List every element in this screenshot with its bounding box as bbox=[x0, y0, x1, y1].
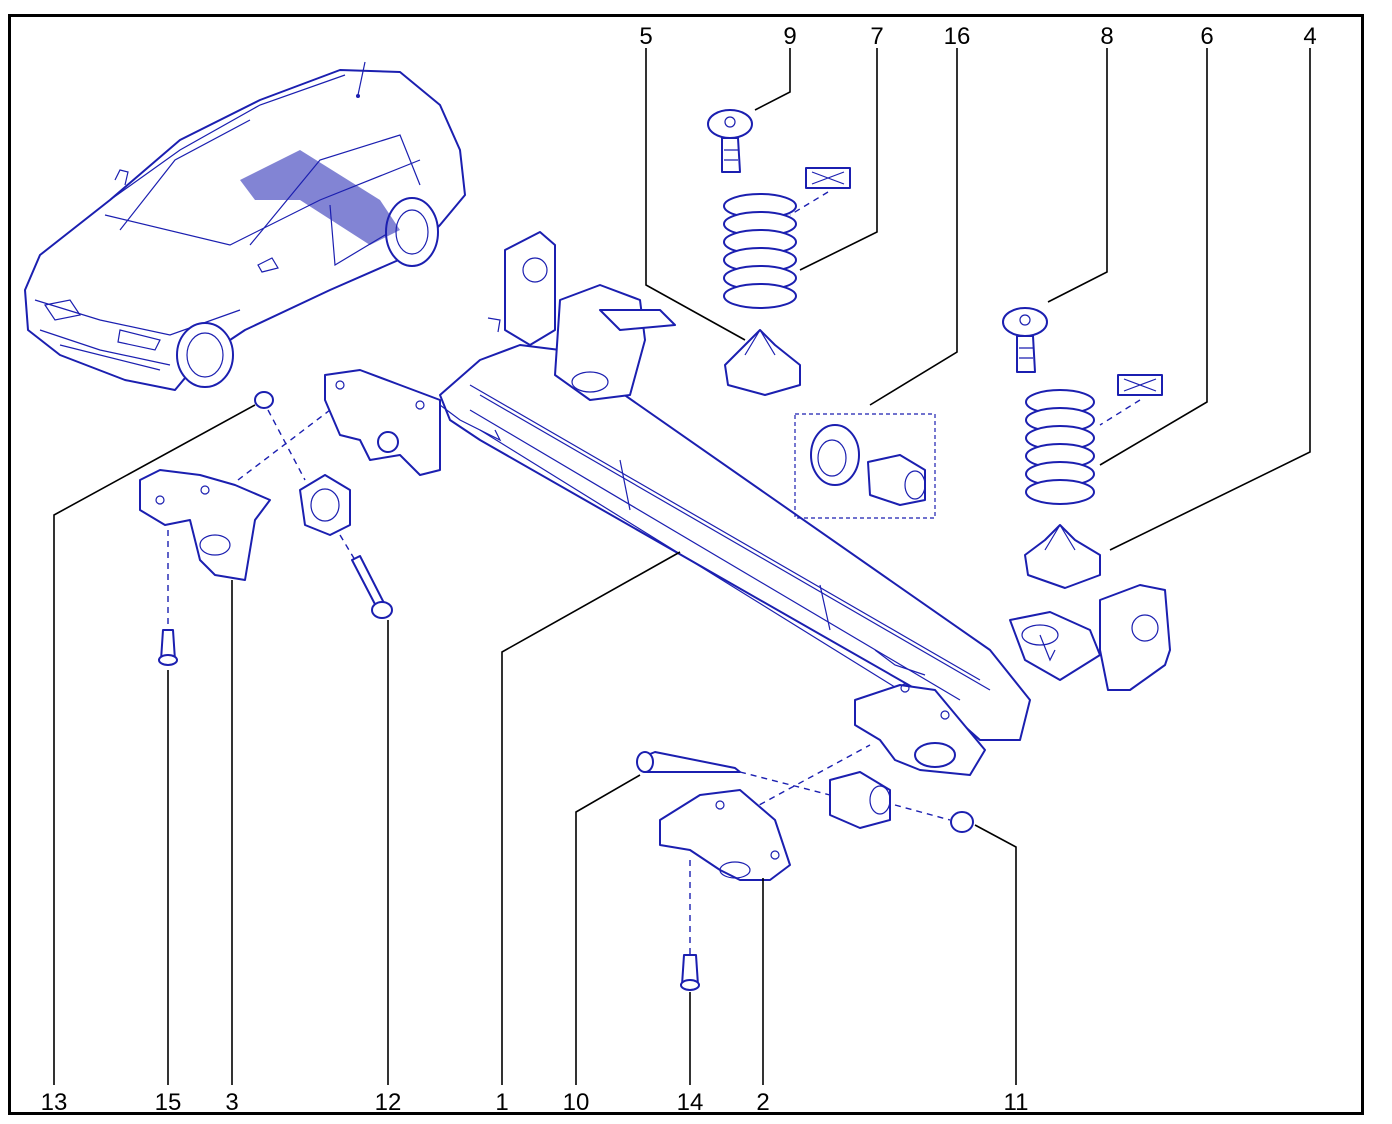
callout-3: 3 bbox=[225, 1089, 238, 1116]
callout-6: 6 bbox=[1200, 23, 1213, 50]
callout-11: 11 bbox=[1004, 1089, 1029, 1116]
leader-lines bbox=[53, 48, 1311, 1085]
axle-beam bbox=[324, 231, 1171, 776]
left-spring-assembly bbox=[707, 109, 851, 396]
coil-spring-left bbox=[723, 193, 797, 309]
callout-13: 13 bbox=[41, 1089, 68, 1116]
callout-8: 8 bbox=[1100, 23, 1113, 50]
callout-12: 12 bbox=[375, 1089, 402, 1116]
callout-15: 15 bbox=[155, 1089, 182, 1116]
right-spring-assembly bbox=[1002, 307, 1163, 589]
callout-14: 14 bbox=[677, 1089, 704, 1116]
callout-10: 10 bbox=[563, 1089, 590, 1116]
callout-5: 5 bbox=[639, 23, 652, 50]
coil-spring-right bbox=[1025, 389, 1095, 505]
bushing-detail bbox=[794, 413, 936, 519]
callout-9: 9 bbox=[783, 23, 796, 50]
callout-7: 7 bbox=[870, 23, 883, 50]
car-illustration bbox=[24, 61, 466, 391]
callout-labels: 5 9 7 16 8 6 4 13 15 3 12 1 10 14 2 11 bbox=[41, 23, 1317, 1116]
right-mount-parts bbox=[636, 744, 974, 991]
callout-16: 16 bbox=[944, 23, 971, 50]
left-mount-parts bbox=[139, 391, 393, 666]
callout-1: 1 bbox=[495, 1089, 508, 1116]
diagram-frame bbox=[8, 14, 1364, 1115]
callout-2: 2 bbox=[756, 1089, 769, 1116]
callout-4: 4 bbox=[1303, 23, 1316, 50]
